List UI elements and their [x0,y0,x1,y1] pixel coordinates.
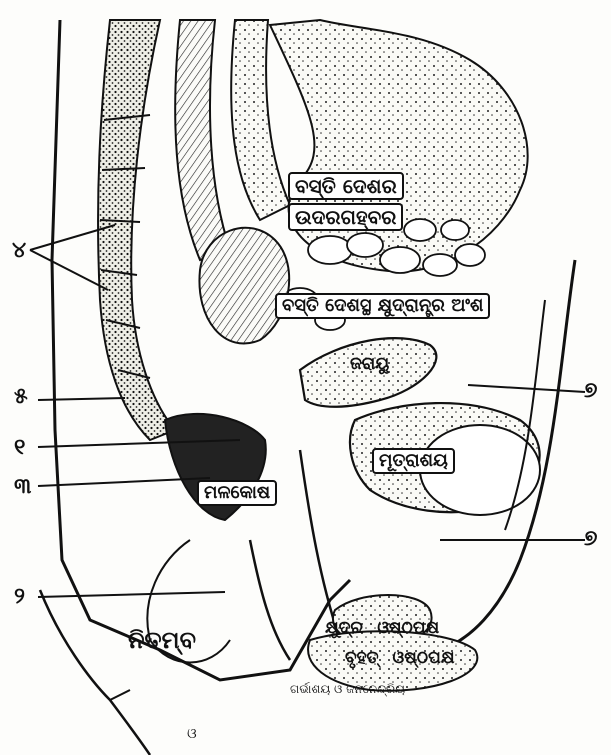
marker-left-3: ୧ [14,437,25,459]
uterus-label: ଜରାୟୁ [350,356,389,373]
labia-minora-label: କ୍ଷୁଦ୍ର ଓଷ୍ଠପକ୍ଷ [325,620,439,637]
posterior-band [175,20,230,260]
marker-left-4: ୩ [14,476,31,498]
marker-left-5: ୨ [14,586,25,608]
bladder-region-label: ବସ୍ତି ଦେଶର [288,172,404,200]
marker-right-1: ୭ [584,380,597,402]
bladder-region-label-2: ଉଦରଗହ୍ବର [288,203,403,231]
caption: ଗର୍ଭାଶୟ ଓ ଜନନେନ୍ଦ୍ରିୟ [290,683,405,695]
intestine-part-label: ବସ୍ତି ଦେଶସ୍ଥ କ୍ଷୁଦ୍ରାନ୍ତ୍ର ଅଂଶ [275,293,490,319]
thigh-curve [40,590,150,755]
marker-right-2: ୭ [584,528,597,550]
buttock-label: ନିତମ୍ବ [128,628,196,652]
perineum-2 [250,540,290,660]
marker-left-top: ୪ [12,240,26,262]
marker-left-2: ୫ [14,386,28,408]
marker-bottom: ଓ [187,727,197,741]
labia-majora-label: ବୃହତ୍ ଓଷ୍ଠପକ୍ଷ [345,650,455,667]
bladder-label: ମୂତ୍ରାଶୟ [372,448,455,474]
ovary-mass [199,228,289,344]
rectum-label: ମଳକୋଷ [197,480,277,506]
abdominal-cavity [270,20,528,272]
thigh-curve-2 [110,690,130,700]
sacrum [98,20,175,440]
